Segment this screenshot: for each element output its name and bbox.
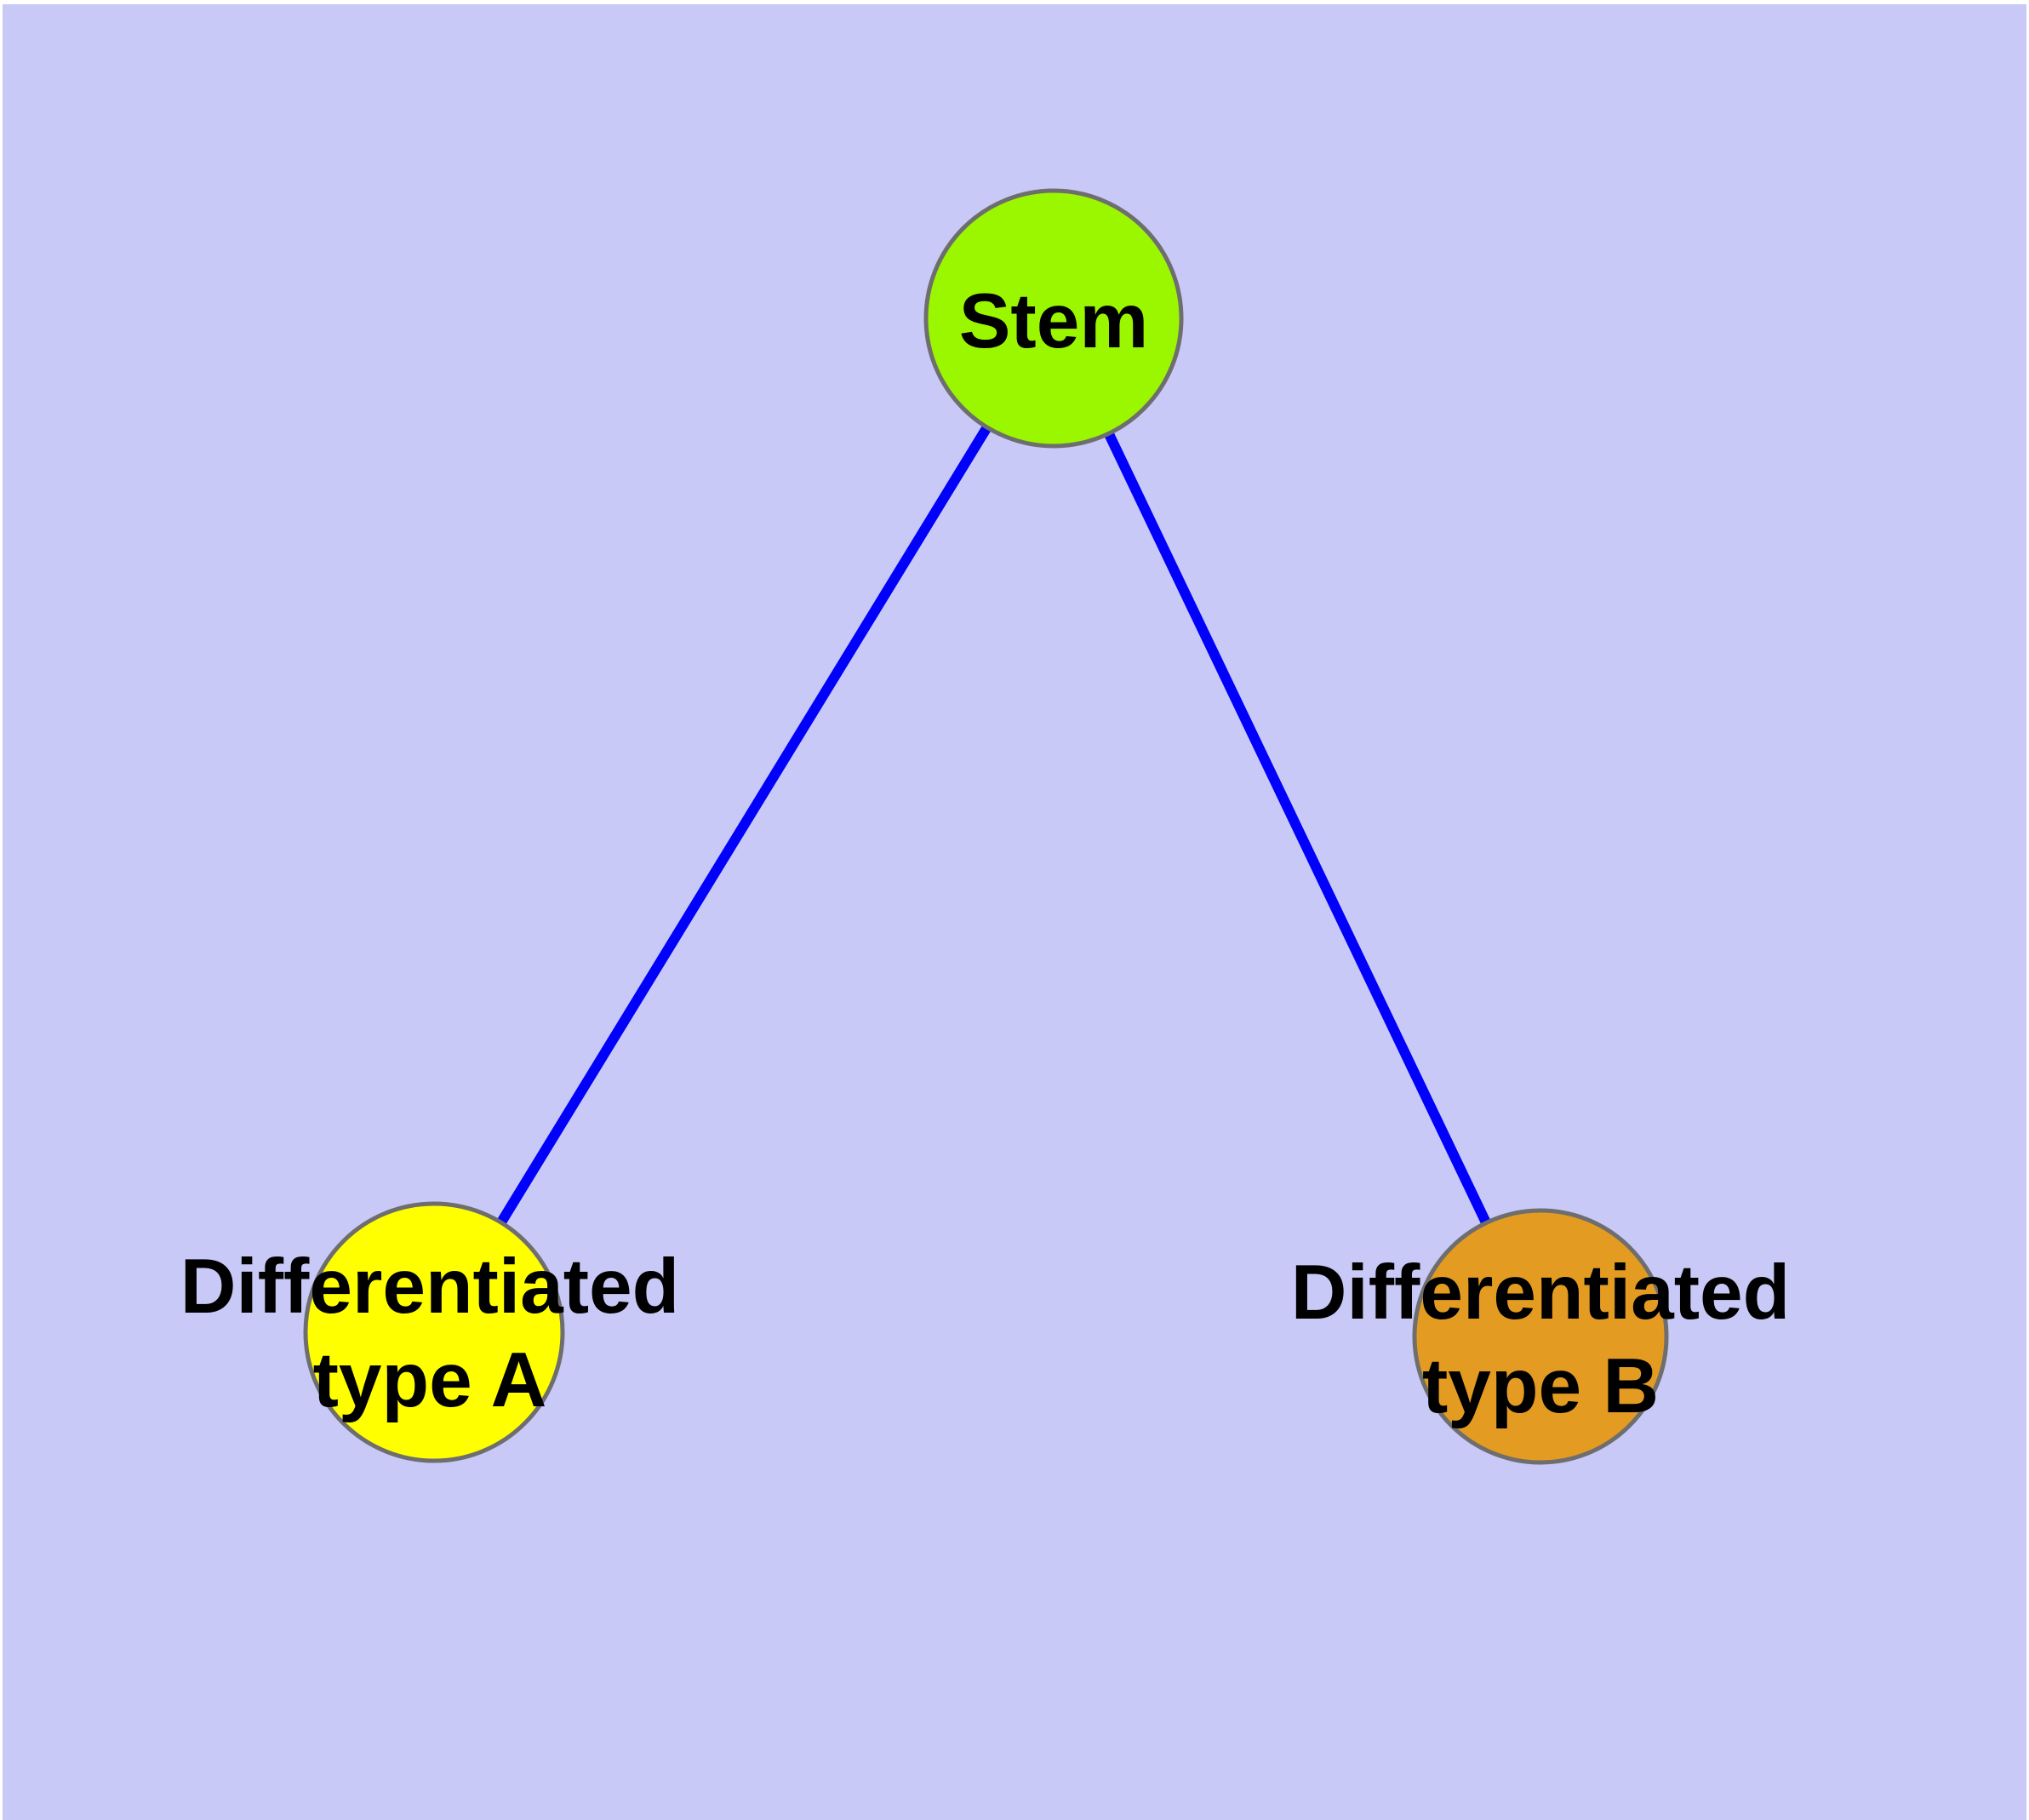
node-differentiated-type-b[interactable] <box>1412 1208 1669 1465</box>
edge-stem-to-type-a <box>429 315 1059 1336</box>
node-differentiated-type-a-label-line1: Differentiated <box>180 1244 680 1330</box>
node-stem[interactable] <box>923 188 1184 449</box>
node-stem-label: Stem <box>958 278 1149 364</box>
node-differentiated-type-b-label: Differentiated type B <box>1291 1246 1791 1434</box>
edge-stem-to-type-b <box>1049 316 1546 1339</box>
node-differentiated-type-b-label-line2: type B <box>1421 1343 1660 1429</box>
node-differentiated-type-b-label-line1: Differentiated <box>1290 1250 1791 1336</box>
node-differentiated-type-a-label-line2: type A <box>312 1337 547 1423</box>
node-differentiated-type-a[interactable] <box>303 1201 565 1463</box>
node-differentiated-type-a-label: Differentiated type A <box>180 1240 680 1428</box>
